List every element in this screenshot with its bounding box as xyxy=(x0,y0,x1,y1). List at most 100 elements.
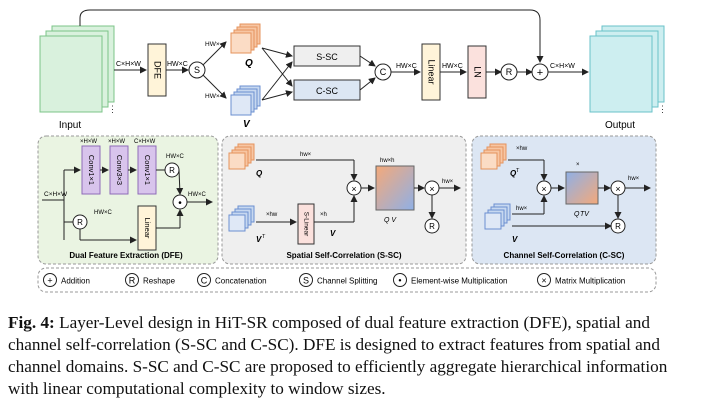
legend-symbol-text-0: + xyxy=(47,276,52,286)
legend-symbol-4 xyxy=(393,273,407,287)
dfe-top-dim3: C×H×W xyxy=(134,139,156,145)
ln-block-label: LN xyxy=(473,66,483,78)
dim-hw-c2-b: HW× xyxy=(205,93,220,100)
csc-mat-label: Q xyxy=(574,211,580,218)
legend-symbol-text-1: R xyxy=(129,276,136,286)
legend-panel xyxy=(37,267,657,293)
v-to-csc-arrow xyxy=(261,90,293,101)
ssc-dim-hw: ×hw xyxy=(266,212,278,218)
csc-detail-panel xyxy=(471,135,657,265)
v-label: V xyxy=(243,119,251,130)
dfe-reshape-1-symbol: R xyxy=(169,166,175,175)
legend-items: + Addition R Reshape C Concatenation S Channel … xyxy=(43,273,625,287)
legend-symbol-2 xyxy=(197,273,211,287)
skip-connection-arrow xyxy=(79,9,544,63)
csc-dim-hw: ×hw xyxy=(516,146,528,152)
reshape-symbol-top: R xyxy=(506,67,513,77)
dfe-mul-symbol: • xyxy=(178,198,182,209)
legend-symbol-1 xyxy=(125,273,139,287)
legend-label-2: Concatenation xyxy=(215,277,267,286)
dfe-linear-label: Linear xyxy=(143,218,152,239)
caption-text: Layer-Level design in HiT-SR composed of… xyxy=(8,313,668,398)
ssc-reshape xyxy=(424,218,440,234)
csc-v-stack xyxy=(484,203,511,230)
csc-v-label: V xyxy=(512,235,518,244)
ssc-matmul-1-symbol: × xyxy=(351,184,356,194)
csc-hw-c2: hw× xyxy=(516,206,528,212)
concat-symbol: C xyxy=(380,67,387,77)
csc-block-label: C-SC xyxy=(316,86,338,96)
architecture-diagram: ⋮ Input C×H×W DFE HW×C S HW× HW× Q V S-S… xyxy=(37,9,667,293)
csc-matmul-1-symbol: × xyxy=(541,184,546,194)
ssc-block-label: S-SC xyxy=(316,52,338,62)
ssc-top-dim: hw× xyxy=(300,152,312,158)
v-feature-stack xyxy=(230,85,261,116)
q-to-ssc-arrow xyxy=(261,47,293,58)
ssc-to-concat-arrow xyxy=(359,55,376,67)
conv1x1-b-label: Conv1×1 xyxy=(143,155,152,185)
legend-label-4: Element-wise Multiplication xyxy=(411,277,507,286)
csc-matmul-2-symbol: × xyxy=(615,184,620,194)
dim-hwc-1: HW×C xyxy=(167,61,188,68)
csc-panel-title: Channel Self-Correlation (C-SC) xyxy=(504,251,625,260)
legend-symbol-text-2: C xyxy=(201,276,208,286)
s-linear-label: S-Linear xyxy=(302,212,309,237)
split-to-v-arrow xyxy=(202,74,227,99)
v-to-ssc-arrow xyxy=(261,61,293,101)
conv3x3-label: Conv3×3 xyxy=(115,155,124,185)
linear-block-label: Linear xyxy=(427,59,437,84)
legend-symbol-text-3: S xyxy=(303,276,309,286)
q-label: Q xyxy=(245,58,253,69)
q-to-csc-arrow xyxy=(261,47,293,87)
ssc-q-stack xyxy=(228,143,255,170)
dfe-block-label: DFE xyxy=(153,61,163,79)
csc-qt-label: Q xyxy=(510,169,517,178)
svg-text:⋮: ⋮ xyxy=(108,104,117,114)
dfe-top-dim1: ×H×W xyxy=(80,139,97,145)
csc-correlation-matrix xyxy=(565,171,599,205)
input-label: Input xyxy=(59,120,81,131)
csc-mat-label-2: TV xyxy=(580,211,590,218)
ssc-dim-hiwi: ×h xyxy=(320,212,327,218)
csc-out-dim: hw× xyxy=(628,176,640,182)
input-feature-stack: ⋮ xyxy=(39,25,117,114)
channel-split-node xyxy=(188,61,206,79)
dim-hwc-2: HW×C xyxy=(396,63,417,70)
ssc-mat-label: Q V xyxy=(384,217,397,224)
output-label: Output xyxy=(605,120,635,131)
legend-symbol-3 xyxy=(299,273,313,287)
dfe-top-dim2: ×H×W xyxy=(108,139,125,145)
dfe-hwc-a: HW×C xyxy=(166,154,185,160)
legend-label-1: Reshape xyxy=(143,277,176,286)
ssc-detail-panel xyxy=(221,135,467,265)
dfe-hwc-c: HW×C xyxy=(188,192,207,198)
legend-label-0: Addition xyxy=(61,277,90,286)
dfe-hwc-b: HW×C xyxy=(94,210,113,216)
caption-fig-label: Fig. 4: xyxy=(8,313,55,332)
legend-symbol-0 xyxy=(43,273,57,287)
dfe-panel-title: Dual Feature Extraction (DFE) xyxy=(69,251,183,260)
ssc-vt-sup: T xyxy=(262,234,266,240)
csc-qt-stack xyxy=(480,143,507,170)
split-symbol: S xyxy=(194,65,200,75)
r-to-mul-arrow xyxy=(176,169,184,195)
dfe-in-dim: C×H×W xyxy=(44,191,68,198)
ssc-panel-title: Spatial Self-Correlation (S-SC) xyxy=(286,251,401,260)
csc-mat-dim: × xyxy=(576,162,580,168)
legend-label-3: Channel Splitting xyxy=(317,277,377,286)
ssc-out-dim: hw× xyxy=(442,179,454,185)
dim-chw-1: C×H×W xyxy=(116,61,141,68)
ssc-matmul-2-symbol: × xyxy=(429,184,434,194)
csc-reshape-symbol: R xyxy=(615,222,621,231)
ssc-vt-stack xyxy=(228,205,255,232)
addition-symbol: + xyxy=(537,67,543,79)
legend-symbol-5 xyxy=(537,273,551,287)
split-to-q-arrow xyxy=(202,41,227,66)
legend-symbol-text-5: × xyxy=(541,276,546,286)
svg-text:⋮: ⋮ xyxy=(658,104,667,114)
dfe-reshape-2-symbol: R xyxy=(77,218,83,227)
ssc-correlation-matrix xyxy=(375,165,415,211)
ssc-vlt-label: V xyxy=(330,229,336,238)
dim-hwc-3: HW×C xyxy=(442,63,463,70)
dim-chw-2: C×H×W xyxy=(550,63,575,70)
